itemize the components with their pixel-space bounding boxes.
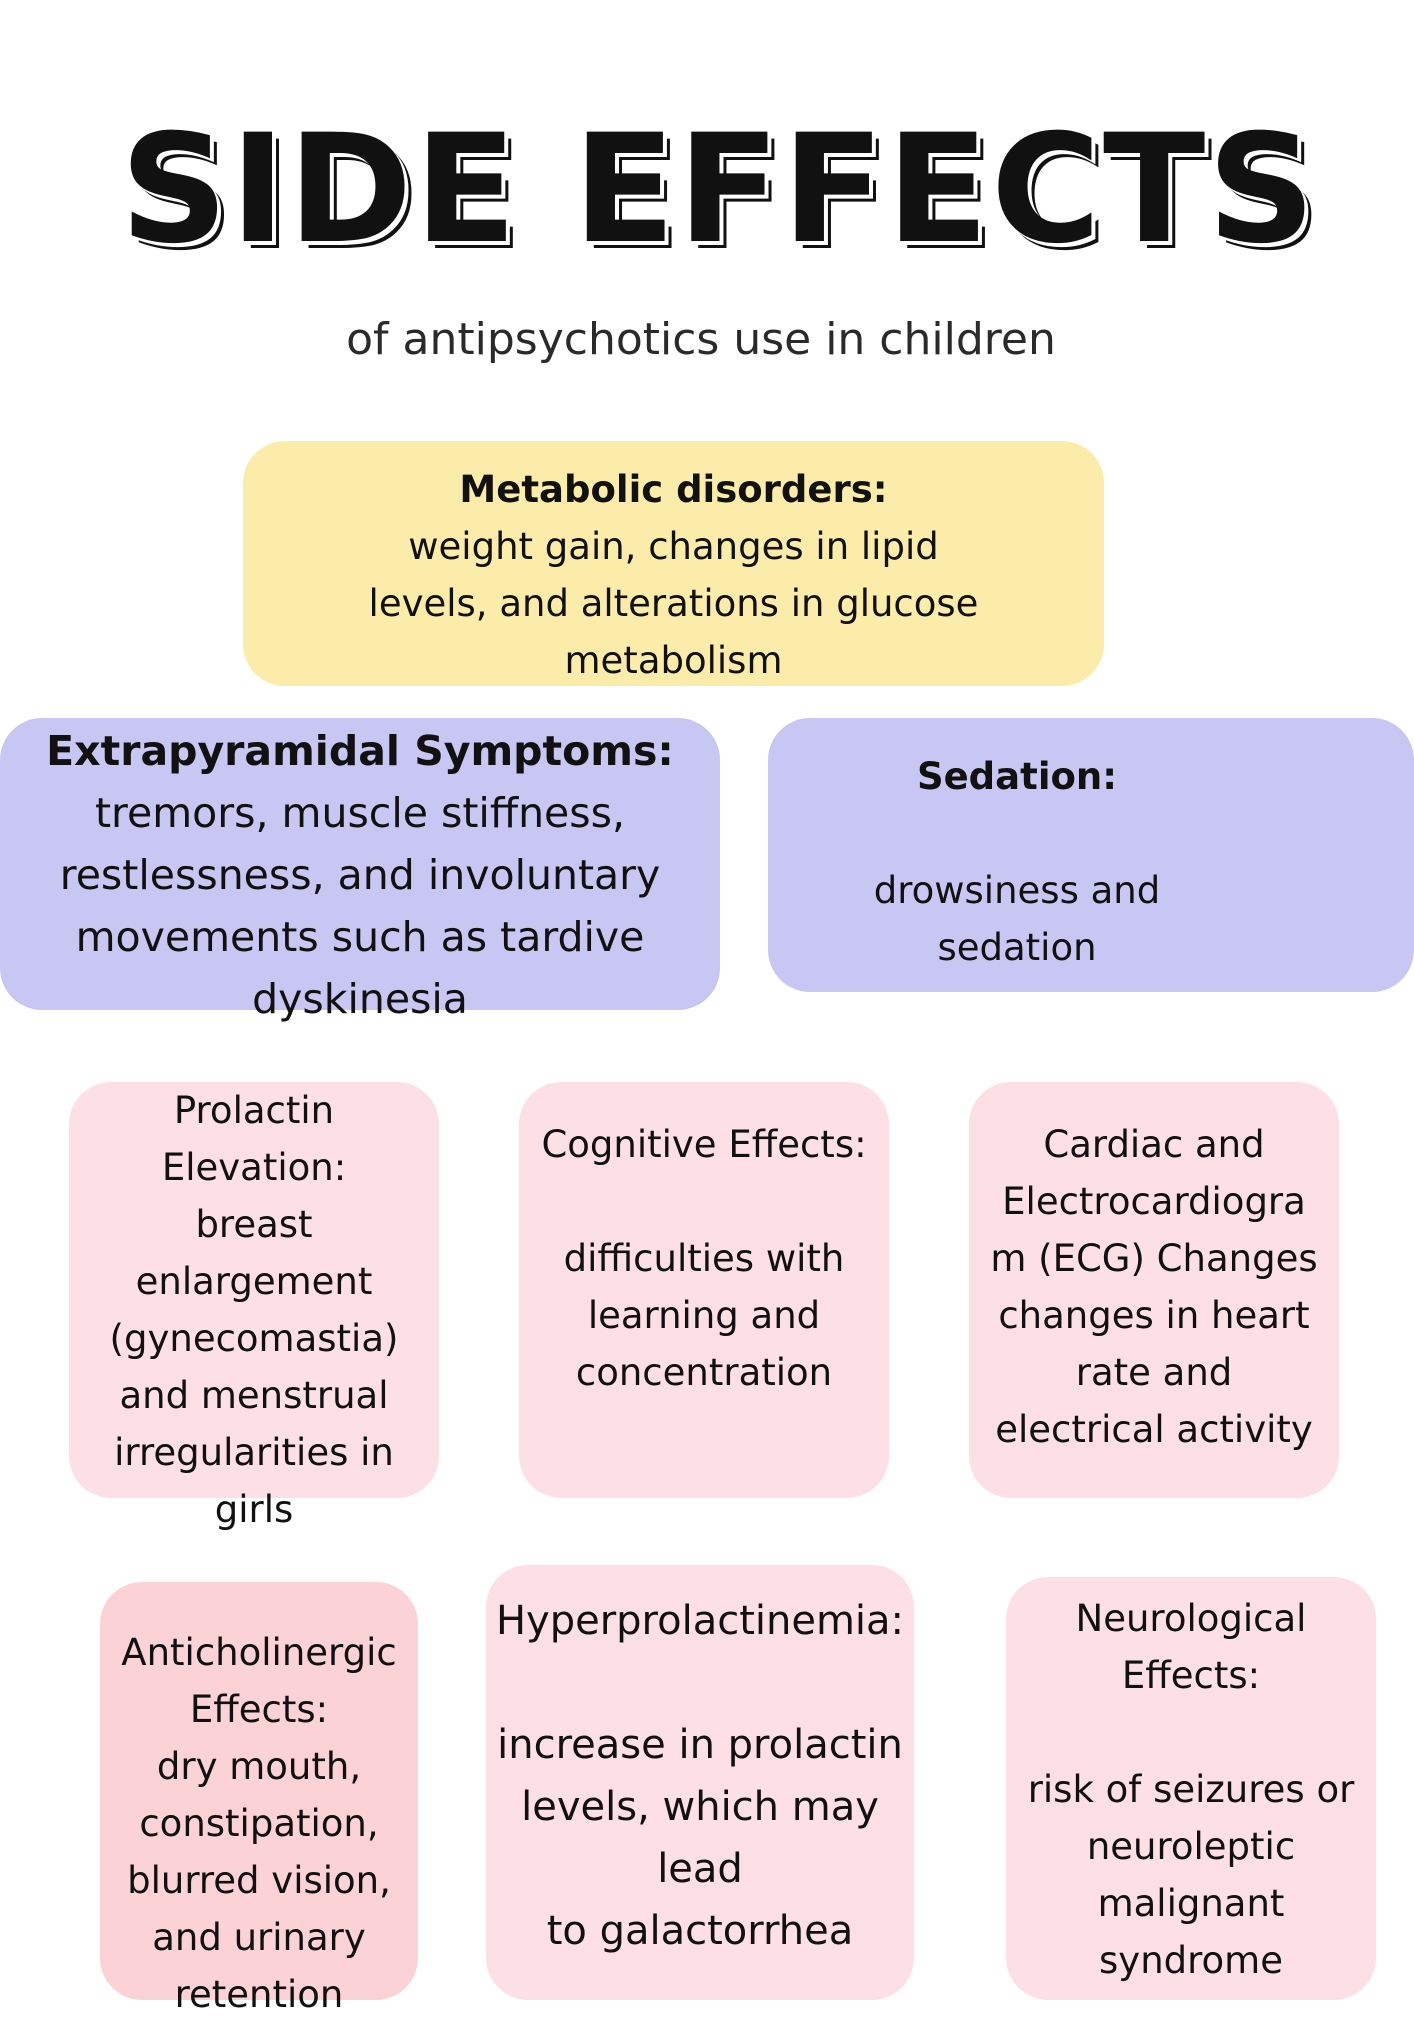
card-body: breast enlargement (gynecomastia) and me…: [109, 1203, 399, 1531]
card-hyperprolactinemia: Hyperprolactinemia: increase in prolacti…: [486, 1565, 914, 2000]
page-title: SIDE EFFECTS: [120, 103, 1318, 277]
card-prolactin-elevation: Prolactin Elevation: breast enlargement …: [69, 1082, 439, 1531]
card-body: tremors, muscle stiffness, restlessness,…: [59, 789, 661, 1023]
card-cardiac-ecg-changes: Cardiac and Electrocardiogra m (ECG) Cha…: [969, 1082, 1339, 1498]
card-body: drowsiness and sedation: [873, 869, 1161, 969]
card-heading: Metabolic disorders:: [459, 468, 888, 511]
card-heading: Anticholinergic Effects:: [121, 1631, 397, 1731]
card-heading: Extrapyramidal Symptoms:: [46, 727, 674, 775]
page-subtitle: of antipsychotics use in children: [0, 318, 1414, 362]
card-heading: Prolactin Elevation:: [161, 1089, 347, 1189]
card-heading: Cardiac and Electrocardiogra m (ECG) Cha…: [990, 1123, 1318, 1280]
subtitle-text: of antipsychotics use in children: [346, 314, 1056, 365]
card-heading: Sedation:: [916, 755, 1118, 798]
card-body: weight gain, changes in lipid levels, an…: [368, 525, 979, 682]
card-body: increase in prolactin levels, which may …: [497, 1722, 903, 1954]
card-body: changes in heart rate and electrical act…: [995, 1294, 1313, 1451]
card-heading: Hyperprolactinemia:: [495, 1598, 905, 1644]
card-body: difficulties with learning and concentra…: [563, 1237, 845, 1394]
card-extrapyramidal-symptoms: Extrapyramidal Symptoms: tremors, muscle…: [0, 718, 720, 1023]
card-cognitive-effects: Cognitive Effects: difficulties with lea…: [519, 1082, 889, 1498]
card-body: risk of seizures or neuroleptic malignan…: [1027, 1768, 1355, 1982]
card-anticholinergic-effects: Anticholinergic Effects: dry mouth, cons…: [100, 1582, 418, 2016]
card-sedation: Sedation: drowsiness and sedation: [768, 718, 1414, 992]
card-neurological-effects: Neurological Effects: risk of seizures o…: [1006, 1577, 1376, 2000]
card-metabolic-disorders: Metabolic disorders: weight gain, change…: [243, 441, 1104, 686]
card-body: dry mouth, constipation, blurred vision,…: [127, 1745, 391, 2016]
card-heading: Neurological Effects:: [1075, 1597, 1307, 1697]
card-heading: Cognitive Effects:: [541, 1123, 867, 1166]
